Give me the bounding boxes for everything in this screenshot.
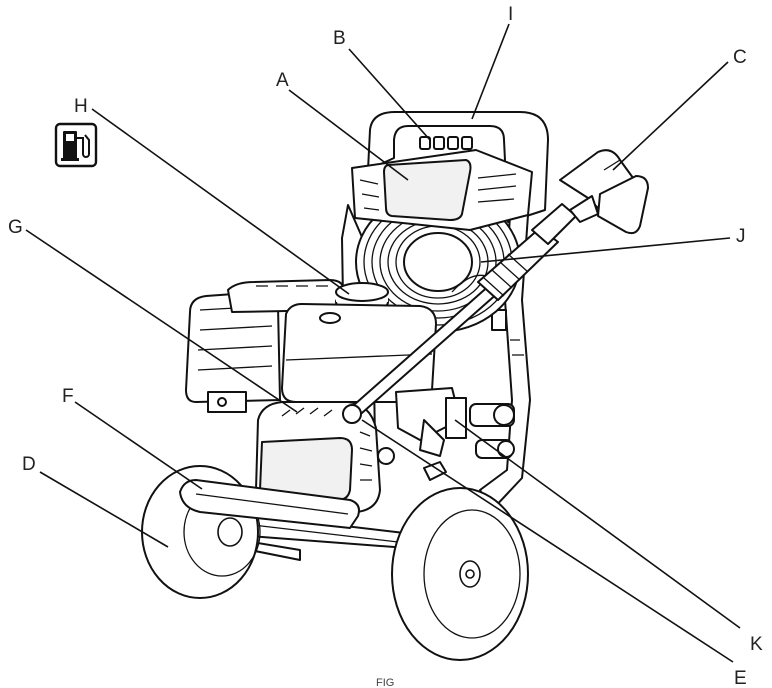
leader-g [25, 229, 298, 413]
nozzle-holder-panel [351, 149, 533, 231]
spray-wand [342, 203, 577, 424]
leader-b [348, 48, 431, 141]
leader-c [612, 61, 729, 171]
callout-labels: A B C D E F G H I J K [8, 4, 763, 688]
spray-gun [559, 149, 649, 235]
pump-manifold [395, 387, 515, 481]
leader-f [74, 401, 203, 490]
label-c: C [733, 47, 747, 68]
leader-e [361, 419, 734, 663]
label-j: J [736, 226, 746, 247]
leader-a [288, 89, 409, 181]
right-wheel [391, 487, 529, 661]
label-g: G [8, 217, 23, 238]
label-f: F [62, 386, 74, 407]
leader-j [480, 237, 731, 263]
label-h: H [74, 96, 88, 117]
nozzle-tips [419, 136, 473, 150]
label-d: D [22, 454, 36, 475]
label-a: A [276, 70, 289, 91]
label-e: E [734, 668, 747, 688]
front-handle [179, 479, 360, 529]
leader-h [91, 108, 350, 295]
figure-caption: FIG [376, 677, 394, 688]
callout-lines [25, 23, 741, 663]
label-k: K [750, 634, 763, 655]
recoil-starter [255, 401, 395, 513]
leader-k [454, 419, 741, 629]
label-b: B [333, 28, 346, 49]
leader-i [471, 23, 510, 120]
leader-d [39, 471, 169, 548]
label-i: I [508, 4, 513, 25]
fuel-pump-icon [54, 122, 98, 168]
